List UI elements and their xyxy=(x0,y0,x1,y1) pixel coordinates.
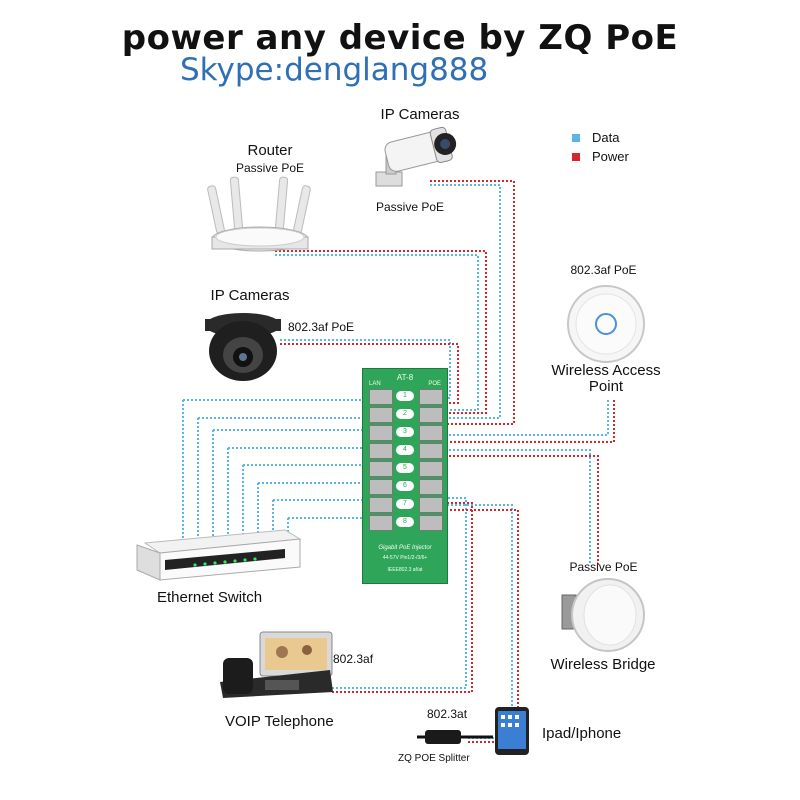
ipad-label: Ipad/Iphone xyxy=(542,725,622,742)
ip-cameras-dome-label: IP Cameras xyxy=(210,287,290,304)
injector-lan-label: LAN xyxy=(369,381,381,387)
power-lines xyxy=(275,180,615,743)
poe-port-8[interactable] xyxy=(419,515,443,531)
voip-poe-label: 802.3af xyxy=(333,652,374,666)
router-icon xyxy=(207,176,311,252)
injector-desc-1: Gigabit PoE Injector xyxy=(378,545,432,551)
tablet-icon xyxy=(495,707,529,755)
legend-power-label: Power xyxy=(592,149,629,164)
router-poe-label: Passive PoE xyxy=(235,161,305,175)
bridge-poe-label: Passive PoE xyxy=(569,560,638,574)
bullet-camera-icon xyxy=(375,126,457,187)
ip-cameras-top-label: IP Cameras xyxy=(380,106,460,123)
lan-port-7[interactable] xyxy=(369,497,393,513)
voip-label: VOIP Telephone xyxy=(225,713,334,730)
poe-port-7[interactable] xyxy=(419,497,443,513)
poe-port-2[interactable] xyxy=(419,407,443,423)
legend-item-data: Data xyxy=(572,130,629,145)
port-number-3: 3 xyxy=(396,427,414,437)
legend: Data Power xyxy=(572,130,629,164)
dome-camera-icon xyxy=(205,313,281,381)
ethernet-switch-label: Ethernet Switch xyxy=(157,589,263,606)
injector-model: AT-8 xyxy=(396,373,414,382)
wap-poe-label: 802.3af PoE xyxy=(570,263,637,277)
poe-port-5[interactable] xyxy=(419,461,443,477)
wap-label-line2: Point xyxy=(588,378,624,395)
router-label: Router xyxy=(247,142,293,159)
injector-desc-3: IEEE802.3 af/at xyxy=(387,567,423,573)
legend-data-label: Data xyxy=(592,130,620,145)
port-number-8: 8 xyxy=(396,517,414,527)
port-number-2: 2 xyxy=(396,409,414,419)
wap-label-line1: Wireless Access xyxy=(551,362,661,379)
poe-splitter-icon xyxy=(417,730,493,744)
legend-item-power: Power xyxy=(572,149,629,164)
poe-port-3[interactable] xyxy=(419,425,443,441)
poe-injector: AT-8 LAN POE 1 2 3 4 5 6 7 8 Gigabit PoE… xyxy=(362,368,448,584)
poe-port-6[interactable] xyxy=(419,479,443,495)
lan-port-3[interactable] xyxy=(369,425,393,441)
wireless-bridge-icon xyxy=(561,578,645,652)
port-number-1: 1 xyxy=(396,391,414,401)
poe-port-1[interactable] xyxy=(419,389,443,405)
port-number-7: 7 xyxy=(396,499,414,509)
access-point-icon xyxy=(567,285,645,363)
data-swatch xyxy=(572,133,580,142)
injector-poe-label: POE xyxy=(428,381,441,387)
splitter-label: ZQ POE Splitter xyxy=(398,753,470,764)
port-number-6: 6 xyxy=(396,481,414,491)
ip-cameras-top-poe: Passive PoE xyxy=(376,200,445,214)
lan-port-1[interactable] xyxy=(369,389,393,405)
lan-port-5[interactable] xyxy=(369,461,393,477)
lan-port-6[interactable] xyxy=(369,479,393,495)
power-swatch xyxy=(572,152,580,161)
port-number-4: 4 xyxy=(396,445,414,455)
page-title: power any device by ZQ PoE xyxy=(121,18,679,58)
contact-text: Skype:denglang888 xyxy=(180,52,489,88)
data-lines xyxy=(182,184,609,739)
lan-port-2[interactable] xyxy=(369,407,393,423)
injector-desc-2: 44-57V Pin1/2-/3/6+ xyxy=(382,555,428,561)
wireless-bridge-label: Wireless Bridge xyxy=(550,656,656,673)
lan-port-4[interactable] xyxy=(369,443,393,459)
splitter-poe-label: 802.3at xyxy=(427,707,468,721)
voip-phone-icon xyxy=(220,631,333,698)
poe-port-4[interactable] xyxy=(419,443,443,459)
lan-port-8[interactable] xyxy=(369,515,393,531)
ip-cameras-dome-poe: 802.3af PoE xyxy=(288,320,355,334)
port-number-5: 5 xyxy=(396,463,414,473)
ethernet-switch-icon xyxy=(136,529,302,581)
